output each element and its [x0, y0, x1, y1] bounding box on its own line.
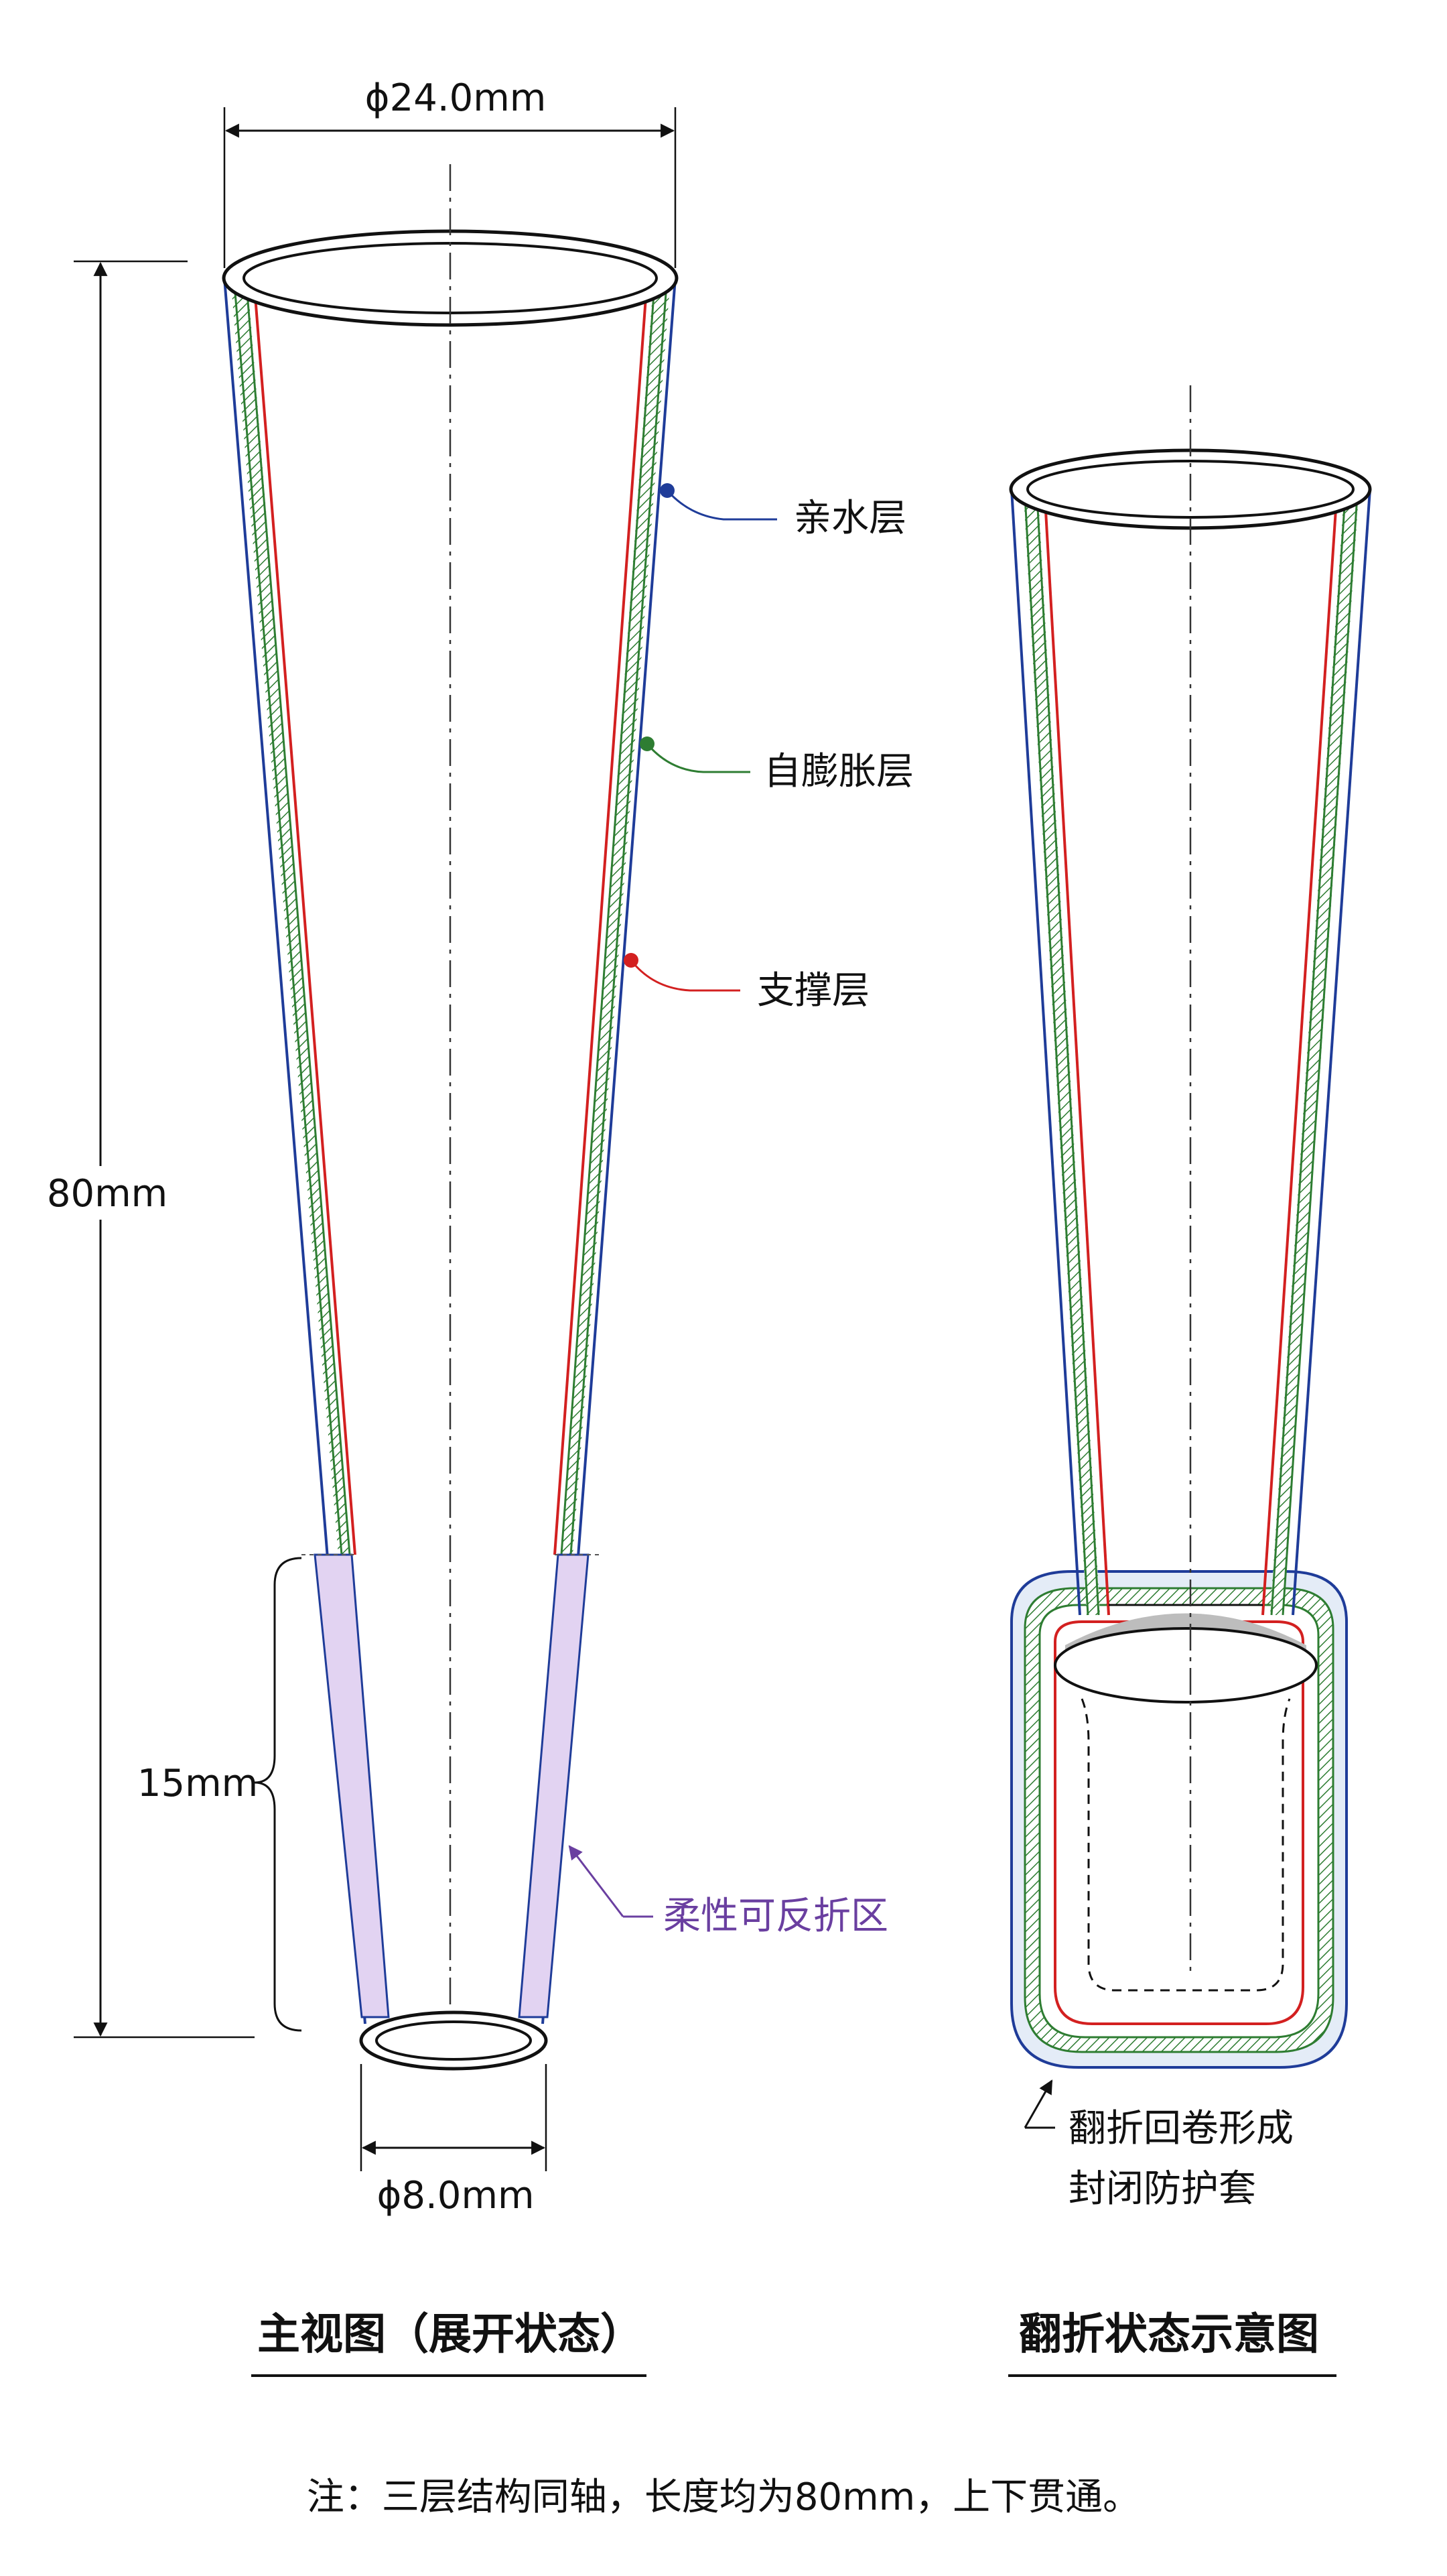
flexible-zone-arrow — [568, 1845, 624, 1917]
main-left-green-line — [233, 284, 343, 1555]
flexible-zone-label: 柔性可反折区 — [663, 1894, 888, 1938]
main-right-green-line — [569, 284, 668, 1555]
folded-view-caption: 翻折状态示意图 — [1019, 2310, 1319, 2360]
main-right-red-line — [553, 287, 648, 1555]
flex-zone-length-label: 15mm — [137, 1762, 258, 1805]
folded-funnel — [1009, 385, 1372, 2069]
main-dimensions: ϕ24.0mm 80mm 15mm ϕ8.0mm — [37, 76, 677, 2217]
main-view-caption: 主视图（展开状态） — [257, 2310, 643, 2360]
folded-note: 翻折回卷形成 封闭防护套 — [1024, 2079, 1294, 2211]
folded-left-green-line — [1024, 495, 1089, 1616]
folded-right-outer-line — [1292, 489, 1371, 1616]
folded-note-arrow — [1024, 2079, 1053, 2128]
top-diameter-label: ϕ24.0mm — [365, 76, 547, 120]
folded-note-line1: 翻折回卷形成 — [1069, 2107, 1294, 2150]
main-flex-zone-right — [518, 1553, 590, 2018]
main-right-wall-hatch — [561, 285, 670, 1555]
main-flex-zone-left — [314, 1553, 390, 2018]
main-left-green-line2 — [245, 284, 351, 1555]
main-left-wall-hatch — [231, 285, 350, 1555]
folded-left-red-line — [1044, 499, 1110, 1616]
folded-right-green-line2 — [1270, 495, 1347, 1616]
folded-hidden-cup — [1081, 1698, 1291, 1992]
support-leader-line — [630, 960, 740, 992]
footnote: 注：三层结构同轴，长度均为80mm，上下贯通。 — [307, 2475, 1140, 2519]
main-funnel — [222, 164, 679, 2071]
folded-right-wall-hatch — [1270, 496, 1359, 1615]
self-expanding-leader-line — [646, 743, 750, 773]
folded-note-line2: 封闭防护套 — [1069, 2167, 1256, 2211]
bottom-diameter-label: ϕ8.0mm — [376, 2174, 534, 2217]
folded-left-green-line2 — [1036, 495, 1100, 1616]
length-label: 80mm — [47, 1172, 167, 1216]
folded-left-wall-hatch — [1024, 496, 1100, 1615]
folded-left-outer-line — [1010, 489, 1081, 1616]
hydrophilic-label: 亲水层 — [794, 497, 906, 540]
support-label: 支撑层 — [757, 969, 870, 1013]
folded-right-red-line — [1261, 499, 1338, 1616]
captions: 主视图（展开状态） 翻折状态示意图 — [251, 2310, 1336, 2377]
hydrophilic-leader-line — [666, 489, 777, 521]
folded-inner-rim — [1054, 1627, 1318, 1703]
flex-zone-brace — [254, 1557, 302, 2032]
folded-right-green-line — [1282, 495, 1359, 1616]
folded-sleeve-red-line — [1054, 1620, 1304, 2025]
self-expanding-label: 自膨胀层 — [764, 750, 914, 793]
main-bottom-rim-inner — [375, 2020, 532, 2061]
main-left-red-line — [253, 287, 356, 1555]
layer-callouts: 亲水层 自膨胀层 支撑层 柔性可反折区 — [568, 483, 914, 1938]
main-right-green-line2 — [560, 284, 656, 1555]
